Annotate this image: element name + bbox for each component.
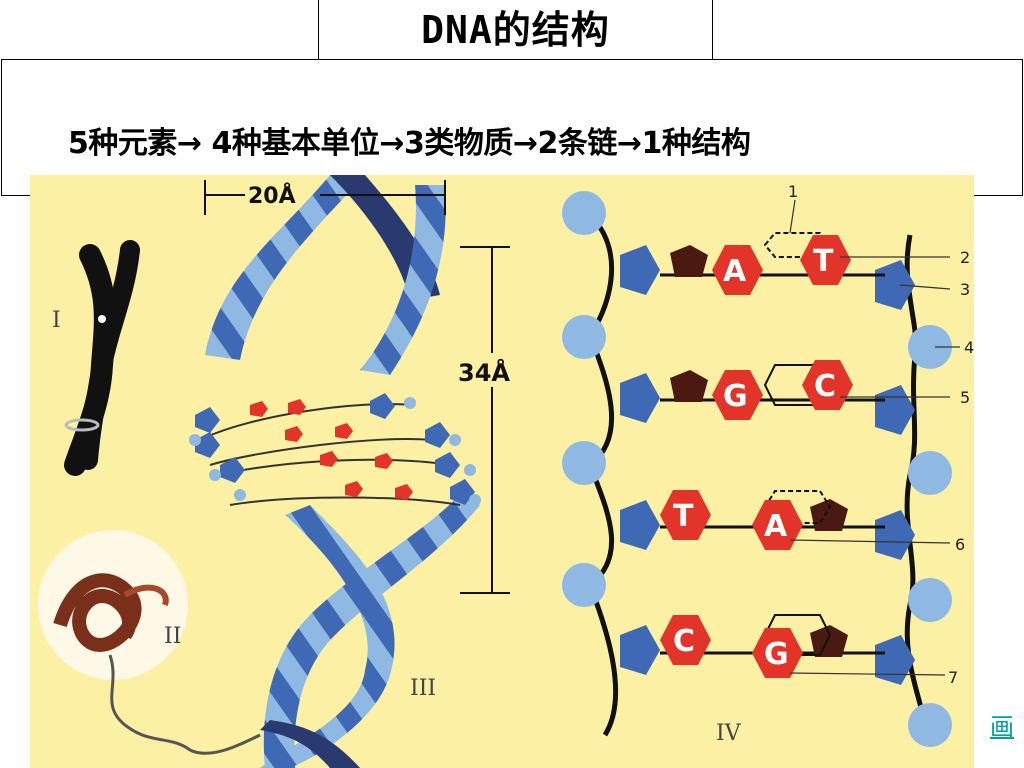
nav-link[interactable]: 画 bbox=[990, 713, 1014, 741]
dna-ladder-diagram: A T G C T A C G 1 2 3 4 5 6 7 bbox=[562, 182, 974, 747]
label-III: III bbox=[410, 676, 436, 701]
base-C2: C bbox=[673, 624, 695, 659]
double-helix-icon bbox=[189, 175, 481, 768]
callout-1: 1 bbox=[788, 182, 798, 201]
height-label: 34Å bbox=[458, 358, 510, 387]
label-I: I bbox=[52, 308, 61, 333]
callout-2: 2 bbox=[960, 248, 970, 267]
subtitle-box: 5种元素→ 4种基本单位→3类物质→2条链→1种结构 bbox=[1, 59, 1023, 196]
callout-6: 6 bbox=[955, 535, 965, 554]
label-II: II bbox=[164, 624, 181, 649]
callout-4: 4 bbox=[964, 338, 974, 357]
base-C1: C bbox=[814, 369, 836, 404]
base-T1: T bbox=[813, 244, 834, 279]
chromatin-icon bbox=[38, 530, 261, 755]
width-label: 20Å bbox=[248, 183, 296, 209]
callout-3: 3 bbox=[960, 280, 970, 299]
width-dimension bbox=[204, 180, 446, 215]
chromosome-icon bbox=[64, 240, 140, 476]
slide-subtitle: 5种元素→ 4种基本单位→3类物质→2条链→1种结构 bbox=[68, 126, 751, 161]
base-T2: T bbox=[673, 499, 694, 534]
base-A1: A bbox=[723, 254, 747, 289]
base-G2: G bbox=[764, 637, 789, 672]
title-box: DNA的结构 bbox=[318, 0, 713, 60]
label-IV: IV bbox=[716, 721, 742, 746]
height-dimension bbox=[460, 246, 510, 594]
callout-5: 5 bbox=[960, 388, 970, 407]
slide-title: DNA的结构 bbox=[421, 8, 610, 52]
base-G1: G bbox=[723, 379, 748, 414]
dna-structure-figure: I II bbox=[30, 175, 974, 768]
base-A2: A bbox=[764, 509, 788, 544]
callout-7: 7 bbox=[948, 668, 958, 687]
dna-diagram: I II bbox=[38, 175, 974, 768]
